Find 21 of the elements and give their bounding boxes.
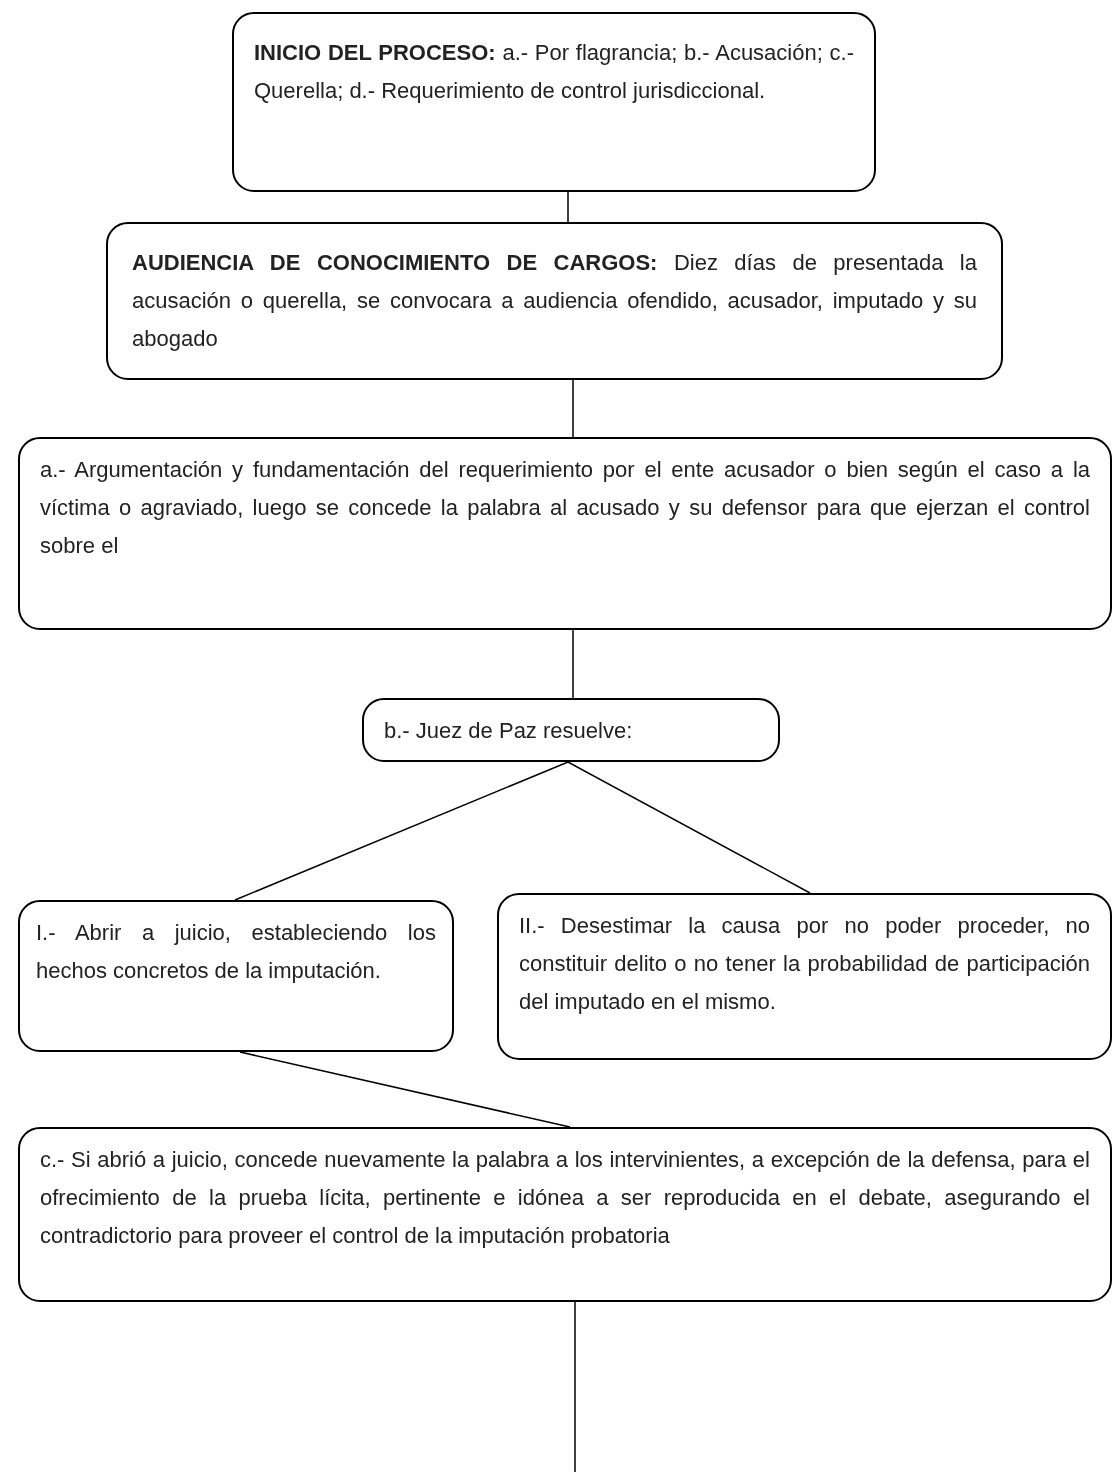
box-text: AUDIENCIA DE CONOCIMIENTO DE CARGOS: Diez días de presentada la acusación o querella, se convocara a audiencia ofendido, acusador, imputado y su abogado xyxy=(132,249,977,353)
process-box xyxy=(497,893,1112,1060)
box-text: a.- Argumentación y fundamentación del requerimiento por el ente acusador o bien según el caso a la víctima o agraviado, luego se concede la palabra al acusado y su defensor para que ejerzan el control sobre el xyxy=(40,456,1090,560)
connector-line xyxy=(572,629,574,699)
connector-line xyxy=(567,191,569,223)
box-text: II.- Desestimar la causa por no poder proceder, no constituir delito o no tener la probabilidad de participación del imputado en el mismo. xyxy=(519,912,1090,1016)
connector-line xyxy=(574,1301,576,1473)
connector-line xyxy=(239,1051,571,1128)
process-box xyxy=(362,698,780,762)
process-box xyxy=(106,222,1003,380)
process-box xyxy=(232,12,876,192)
box-text: c.- Si abrió a juicio, concede nuevamente la palabra a los intervinientes, a excepción de la defensa, para el ofrecimiento de la prueba lícita, pertinente e idónea a ser reproducida en el debate, asegurando el contradictorio para proveer el control de la imputación probatoria xyxy=(40,1146,1090,1250)
box-text: INICIO DEL PROCESO: a.- Por flagrancia; b.- Acusación; c.- Querella; d.- Requerimiento de control jurisdiccional. xyxy=(254,39,854,105)
process-box xyxy=(18,900,454,1052)
box-text: b.- Juez de Paz resuelve: xyxy=(384,717,634,745)
process-box xyxy=(18,1127,1112,1302)
connector-line xyxy=(572,379,574,438)
box-text: I.- Abrir a juicio, estableciendo los hechos concretos de la imputación. xyxy=(36,919,436,985)
connector-line xyxy=(567,761,811,894)
process-box xyxy=(18,437,1112,630)
connector-line xyxy=(234,761,569,901)
